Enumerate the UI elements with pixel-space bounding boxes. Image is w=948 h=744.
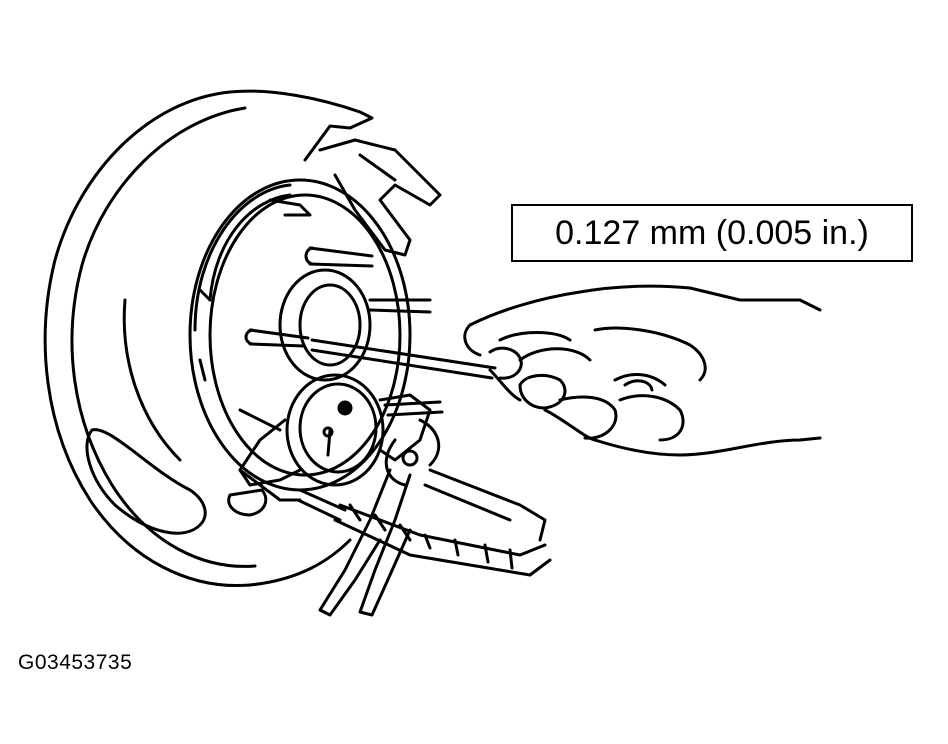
hand (463, 284, 822, 457)
measurement-callout: 0.127 mm (0.005 in.) (511, 204, 913, 262)
figure-id-label: G03453735 (18, 651, 133, 674)
wheel-studs (238, 246, 444, 432)
dial-indicator (227, 373, 432, 522)
measurement-label: 0.127 mm (0.005 in.) (555, 213, 869, 252)
hub-flange (188, 178, 412, 492)
probe-rod (310, 338, 497, 380)
brake-disc-shield (43, 89, 442, 588)
gauge-handle (318, 418, 552, 617)
